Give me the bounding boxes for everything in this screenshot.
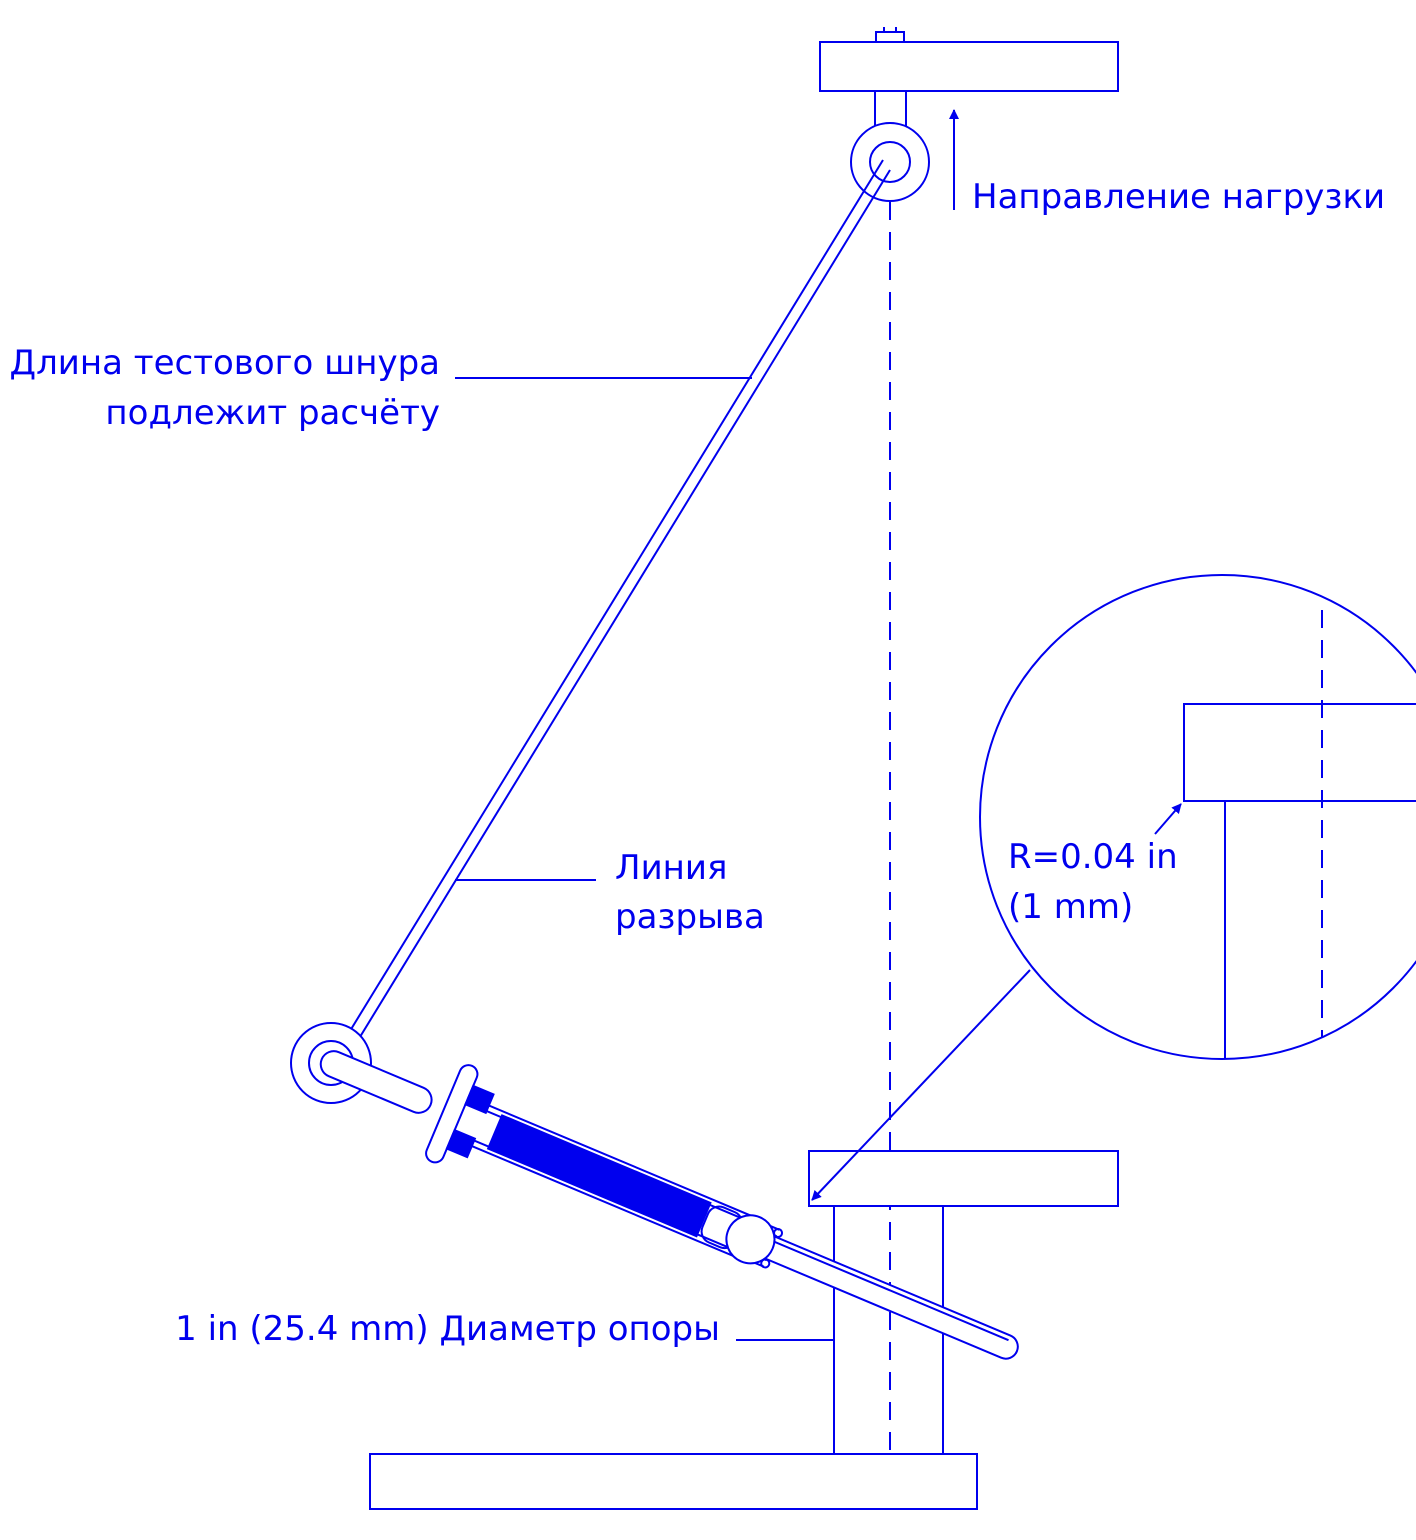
top-pulley [850, 122, 930, 202]
radius-label-line1: R=0.04 in [1008, 837, 1178, 877]
support-diameter-label: 1 in (25.4 mm) Диаметр опоры [175, 1309, 720, 1349]
break-line-label-line1: Линия [615, 848, 728, 888]
tensioner-assembly [319, 1050, 1019, 1360]
cord-length-label-line2: подлежит расчёту [105, 393, 440, 433]
cord-length-label-line1: Длина тестового шнура [9, 343, 440, 383]
upper-crosshead [819, 27, 1119, 128]
detail-view [979, 574, 1416, 1060]
break-line-label-line2: разрыва [615, 897, 765, 937]
detail-pointer [811, 969, 1031, 1201]
test-cord [341, 159, 891, 1051]
radius-label-line2: (1 mm) [1008, 887, 1134, 927]
load-direction-label: Направление нагрузки [972, 177, 1386, 217]
